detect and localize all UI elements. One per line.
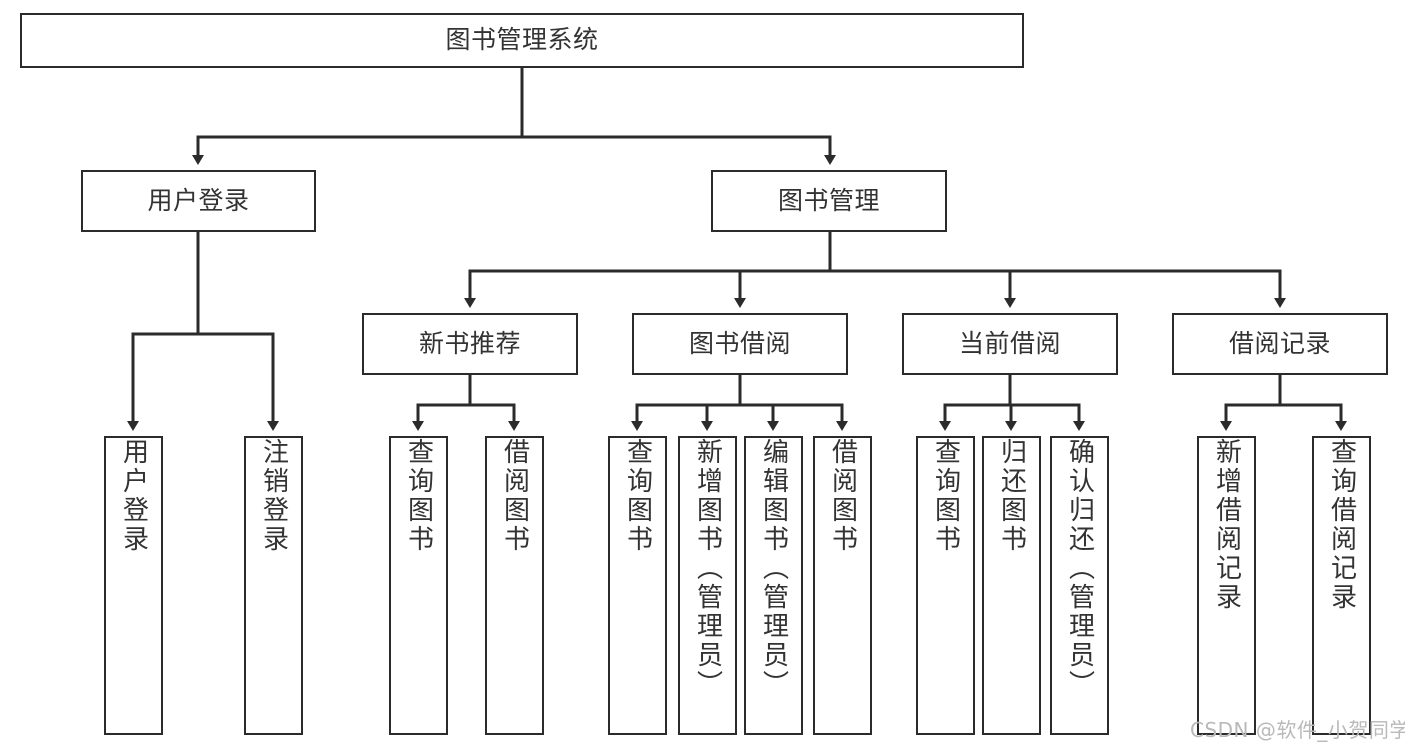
node-leaf-user-login-label: 用户登录 xyxy=(118,438,149,554)
node-leaf-user-logout[interactable]: 注销登录 xyxy=(244,436,303,735)
node-leaf-return-book[interactable]: 归还图书 xyxy=(982,436,1041,735)
node-root[interactable]: 图书管理系统 xyxy=(20,13,1024,68)
node-current-borrow-label: 当前借阅 xyxy=(958,328,1061,358)
node-leaf-confirm-return[interactable]: 确认归还（管理员） xyxy=(1050,436,1109,735)
node-leaf-query-record-label: 查询借阅记录 xyxy=(1326,438,1357,612)
node-leaf-confirm-return-label: 确认归还（管理员） xyxy=(1064,438,1095,699)
node-leaf-add-record-label: 新增借阅记录 xyxy=(1211,438,1242,612)
node-book-manage[interactable]: 图书管理 xyxy=(711,170,947,232)
node-leaf-query-book-2[interactable]: 查询图书 xyxy=(608,436,667,735)
node-leaf-edit-book[interactable]: 编辑图书（管理员） xyxy=(744,436,803,735)
node-leaf-borrow-book-2-label: 借阅图书 xyxy=(827,438,858,554)
node-leaf-query-book-1-label: 查询图书 xyxy=(403,438,434,554)
node-book-borrow[interactable]: 图书借阅 xyxy=(632,313,848,375)
node-leaf-query-book-2-label: 查询图书 xyxy=(622,438,653,554)
node-borrow-record[interactable]: 借阅记录 xyxy=(1172,313,1388,375)
node-new-book-rec-label: 新书推荐 xyxy=(418,328,521,358)
node-borrow-record-label: 借阅记录 xyxy=(1228,328,1331,358)
node-book-borrow-label: 图书借阅 xyxy=(688,328,791,358)
node-leaf-user-logout-label: 注销登录 xyxy=(258,438,289,554)
node-leaf-add-book-label: 新增图书（管理员） xyxy=(692,438,723,699)
node-leaf-return-book-label: 归还图书 xyxy=(996,438,1027,554)
node-user-login-label: 用户登录 xyxy=(147,185,250,215)
node-book-manage-label: 图书管理 xyxy=(777,185,880,215)
node-new-book-rec[interactable]: 新书推荐 xyxy=(362,313,578,375)
csdn-watermark: CSDN @软件_小贺同学 xyxy=(1190,718,1405,742)
node-current-borrow[interactable]: 当前借阅 xyxy=(902,313,1118,375)
node-leaf-user-login[interactable]: 用户登录 xyxy=(104,436,163,735)
node-leaf-borrow-book-1-label: 借阅图书 xyxy=(499,438,530,554)
node-leaf-edit-book-label: 编辑图书（管理员） xyxy=(758,438,789,699)
node-leaf-query-book-3[interactable]: 查询图书 xyxy=(916,436,975,735)
node-leaf-query-book-1[interactable]: 查询图书 xyxy=(389,436,448,735)
node-leaf-query-book-3-label: 查询图书 xyxy=(930,438,961,554)
node-leaf-add-book[interactable]: 新增图书（管理员） xyxy=(678,436,737,735)
node-leaf-query-record[interactable]: 查询借阅记录 xyxy=(1312,436,1371,735)
node-root-label: 图书管理系统 xyxy=(445,25,599,55)
node-leaf-add-record[interactable]: 新增借阅记录 xyxy=(1197,436,1256,735)
node-leaf-borrow-book-2[interactable]: 借阅图书 xyxy=(813,436,872,735)
node-leaf-borrow-book-1[interactable]: 借阅图书 xyxy=(485,436,544,735)
node-user-login[interactable]: 用户登录 xyxy=(81,170,316,232)
